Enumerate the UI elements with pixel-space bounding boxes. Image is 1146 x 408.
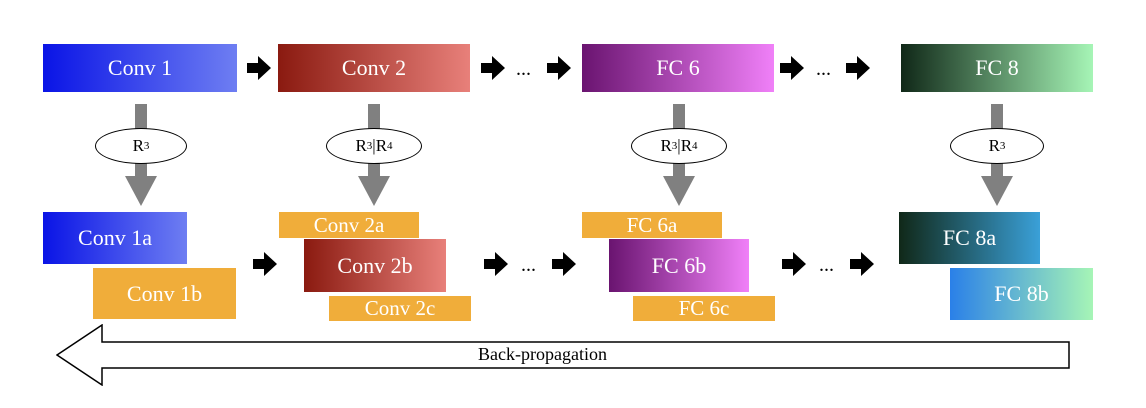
right-arrow-icon bbox=[253, 252, 277, 276]
right-arrow-icon bbox=[247, 56, 271, 80]
conv2-label: Conv 2 bbox=[341, 55, 407, 80]
conv2c-block: Conv 2c bbox=[329, 296, 471, 321]
fc6c-block: FC 6c bbox=[633, 296, 775, 321]
fc6b-block: FC 6b bbox=[609, 239, 749, 292]
fc8a-label: FC 8a bbox=[942, 225, 997, 250]
ellipsis-text: ... bbox=[816, 58, 831, 80]
regularizer-subscript: 4 bbox=[387, 140, 393, 152]
fc8b-label: FC 8b bbox=[994, 281, 1049, 306]
fc6c-label: FC 6c bbox=[678, 296, 730, 320]
regularizer-subscript: 3 bbox=[366, 140, 373, 152]
fc8a-block: FC 8a bbox=[899, 212, 1040, 264]
conv1a-block: Conv 1a bbox=[43, 212, 187, 264]
right-arrow-icon bbox=[782, 252, 806, 276]
conv2-block: Conv 2 bbox=[278, 44, 470, 92]
regularizer-subscript: 3 bbox=[143, 140, 150, 152]
conv2c-label: Conv 2c bbox=[364, 296, 436, 320]
right-arrow-icon bbox=[552, 252, 576, 276]
back-propagation-label: Back-propagation bbox=[478, 344, 607, 364]
conv1-block: Conv 1 bbox=[43, 44, 237, 92]
regularizer-r: R bbox=[132, 136, 144, 155]
fc8-label: FC 8 bbox=[975, 55, 1019, 80]
conv2a-block: Conv 2a bbox=[279, 212, 419, 238]
right-arrow-icon bbox=[547, 56, 571, 80]
conv1b-label: Conv 1b bbox=[126, 280, 203, 306]
conv2b-block: Conv 2b bbox=[304, 239, 446, 292]
regularizer-r: R bbox=[355, 136, 367, 155]
conv2b-label: Conv 2b bbox=[337, 252, 413, 278]
fc6-label: FC 6 bbox=[656, 55, 700, 80]
regularizer-subscript: 3 bbox=[671, 140, 678, 152]
fc8-block: FC 8 bbox=[901, 44, 1093, 92]
regularizer-separator: | bbox=[372, 136, 376, 155]
right-arrow-icon bbox=[484, 252, 508, 276]
fc6a-label: FC 6a bbox=[626, 212, 678, 237]
fc6-block: FC 6 bbox=[582, 44, 774, 92]
regularizer-subscript: 3 bbox=[999, 140, 1006, 152]
right-arrow-icon bbox=[850, 252, 874, 276]
ellipsis-text: ... bbox=[516, 58, 531, 80]
right-arrow-icon bbox=[481, 56, 505, 80]
regularizer-r: R bbox=[660, 136, 672, 155]
conv1-label: Conv 1 bbox=[107, 55, 173, 80]
fc6b-label: FC 6b bbox=[651, 252, 707, 278]
ellipsis-text: ... bbox=[819, 254, 834, 276]
regularizer-r: R bbox=[680, 136, 693, 155]
fc8b-block: FC 8b bbox=[950, 268, 1093, 320]
regularizer-r: R bbox=[375, 136, 388, 155]
conv1b-block: Conv 1b bbox=[93, 268, 236, 319]
conv1a-label: Conv 1a bbox=[78, 225, 152, 250]
regularizer-subscript: 4 bbox=[692, 140, 698, 152]
right-arrow-icon bbox=[846, 56, 870, 80]
fc6a-block: FC 6a bbox=[582, 212, 722, 238]
ellipsis-text: ... bbox=[521, 254, 536, 276]
regularizer-r: R bbox=[988, 136, 1000, 155]
back-propagation-arrow-icon bbox=[56, 324, 1070, 386]
right-arrow-icon bbox=[780, 56, 804, 80]
regularizer-separator: | bbox=[677, 136, 681, 155]
conv2a-label: Conv 2a bbox=[313, 212, 385, 237]
